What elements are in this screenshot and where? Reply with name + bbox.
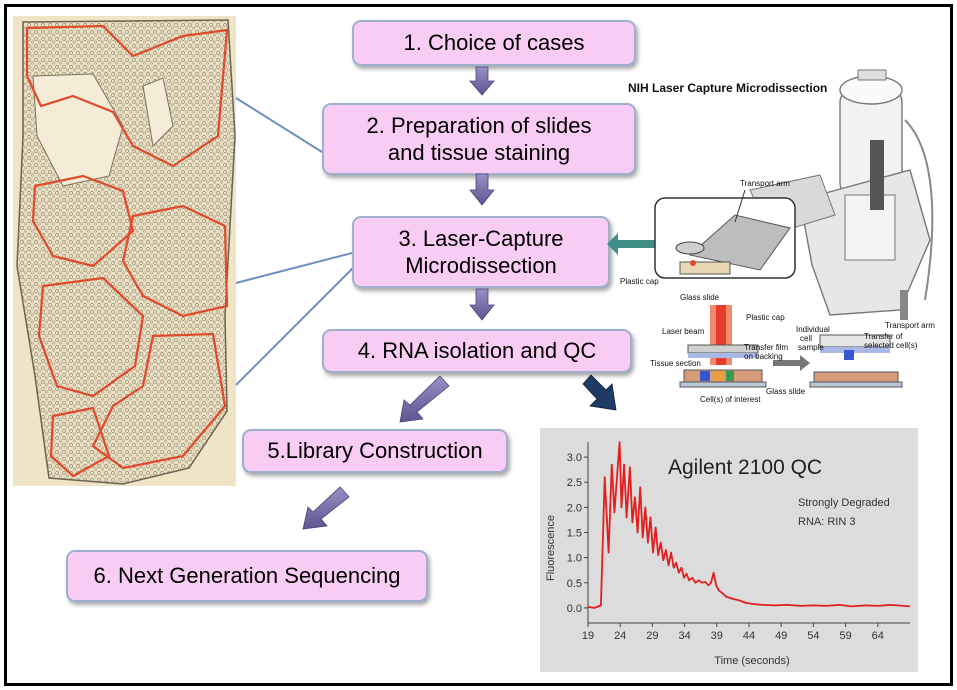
step-5-label: 5.Library Construction [267, 438, 483, 464]
x-tick-label: 19 [582, 630, 594, 642]
y-tick-label: 2.5 [567, 477, 582, 489]
x-tick-label: 44 [743, 630, 755, 642]
x-tick-label: 64 [872, 630, 884, 642]
chart-x-axis-label: Time (seconds) [714, 655, 789, 667]
label-transfer-selected-line2: selected cell(s) [864, 341, 918, 350]
step-1-label: 1. Choice of cases [403, 30, 585, 56]
step-1-box: 1. Choice of cases [352, 20, 636, 66]
label-transport-arm-top: Transport arm [740, 179, 790, 188]
label-individual-cell-sample-line3: sample [798, 343, 824, 352]
label-individual-cell-sample-line2: cell [800, 334, 812, 343]
microscope-illustration [749, 69, 934, 320]
x-tick-label: 49 [775, 630, 787, 642]
lcm-instrument-illustration: NIH Laser Capture Microdissection Transp… [620, 69, 935, 404]
label-individual-cell-sample-line1: Individual [796, 325, 830, 334]
step-6-box: 6. Next Generation Sequencing [66, 550, 428, 602]
label-laser-beam: Laser beam [662, 327, 705, 336]
tissue-slide-image [13, 16, 236, 486]
label-glass-slide-bottom: Glass slide [766, 387, 806, 396]
x-tick-label: 39 [711, 630, 723, 642]
step-3-label: 3. Laser-Capture Microdissection [398, 225, 564, 279]
y-tick-label: 0.5 [567, 578, 582, 590]
chart-note-line1: Strongly Degraded [798, 497, 890, 509]
y-tick-label: 1.5 [567, 528, 582, 540]
x-tick-label: 34 [678, 630, 690, 642]
label-plastic-cap-bottom: Plastic cap [746, 313, 785, 322]
label-individual-cell-sample: Individual cell sample [796, 325, 832, 352]
x-tick-label: 29 [646, 630, 658, 642]
chart-axes: 19 24 29 34 39 44 49 54 59 64 0.0 0.5 1.0 1.5 2.0 2.5 3.… [567, 442, 910, 642]
step-2-label: 2. Preparation of slides and tissue stai… [366, 112, 592, 166]
step-5-box: 5.Library Construction [242, 429, 508, 473]
x-tick-label: 54 [807, 630, 819, 642]
label-plastic-cap-left: Plastic cap [620, 277, 659, 286]
lcm-mechanism-schematic [679, 305, 903, 388]
y-tick-label: 2.0 [567, 502, 582, 514]
y-tick-label: 1.0 [567, 553, 582, 565]
lcm-title: NIH Laser Capture Microdissection [628, 81, 827, 95]
chart-y-axis-label: Fluorescence [545, 515, 557, 581]
label-cells-of-interest: Cell(s) of interest [700, 395, 761, 404]
step-4-box: 4. RNA isolation and QC [322, 329, 632, 373]
step-4-label: 4. RNA isolation and QC [357, 338, 597, 364]
label-tissue-section: Tissue section [650, 359, 701, 368]
label-transfer-film-line2: on backing [744, 352, 783, 361]
label-glass-slide-top: Glass slide [680, 293, 720, 302]
label-transport-arm-right: Transport arm [885, 321, 935, 330]
x-tick-label: 24 [614, 630, 626, 642]
step-6-label: 6. Next Generation Sequencing [93, 563, 401, 589]
y-tick-label: 0.0 [567, 603, 582, 615]
y-tick-label: 3.0 [567, 452, 582, 464]
agilent-qc-chart: Agilent 2100 QC Strongly Degraded RNA: R… [540, 428, 918, 672]
step-3-box: 3. Laser-Capture Microdissection [352, 216, 610, 288]
label-transfer-selected: Transfer of selected cell(s) [864, 332, 918, 350]
fluorescence-trace-line [587, 441, 911, 609]
label-transfer-film-line1: Transfer film [744, 343, 788, 352]
chart-series [587, 441, 911, 609]
chart-title: Agilent 2100 QC [668, 456, 822, 479]
label-transfer-film: Transfer film on backing [744, 343, 790, 361]
x-tick-label: 59 [839, 630, 851, 642]
label-transfer-selected-line1: Transfer of [864, 332, 903, 341]
chart-note-line2: RNA: RIN 3 [798, 516, 855, 528]
figure-frame [4, 4, 953, 686]
stage-inset [654, 197, 796, 279]
step-2-box: 2. Preparation of slides and tissue stai… [322, 103, 636, 175]
